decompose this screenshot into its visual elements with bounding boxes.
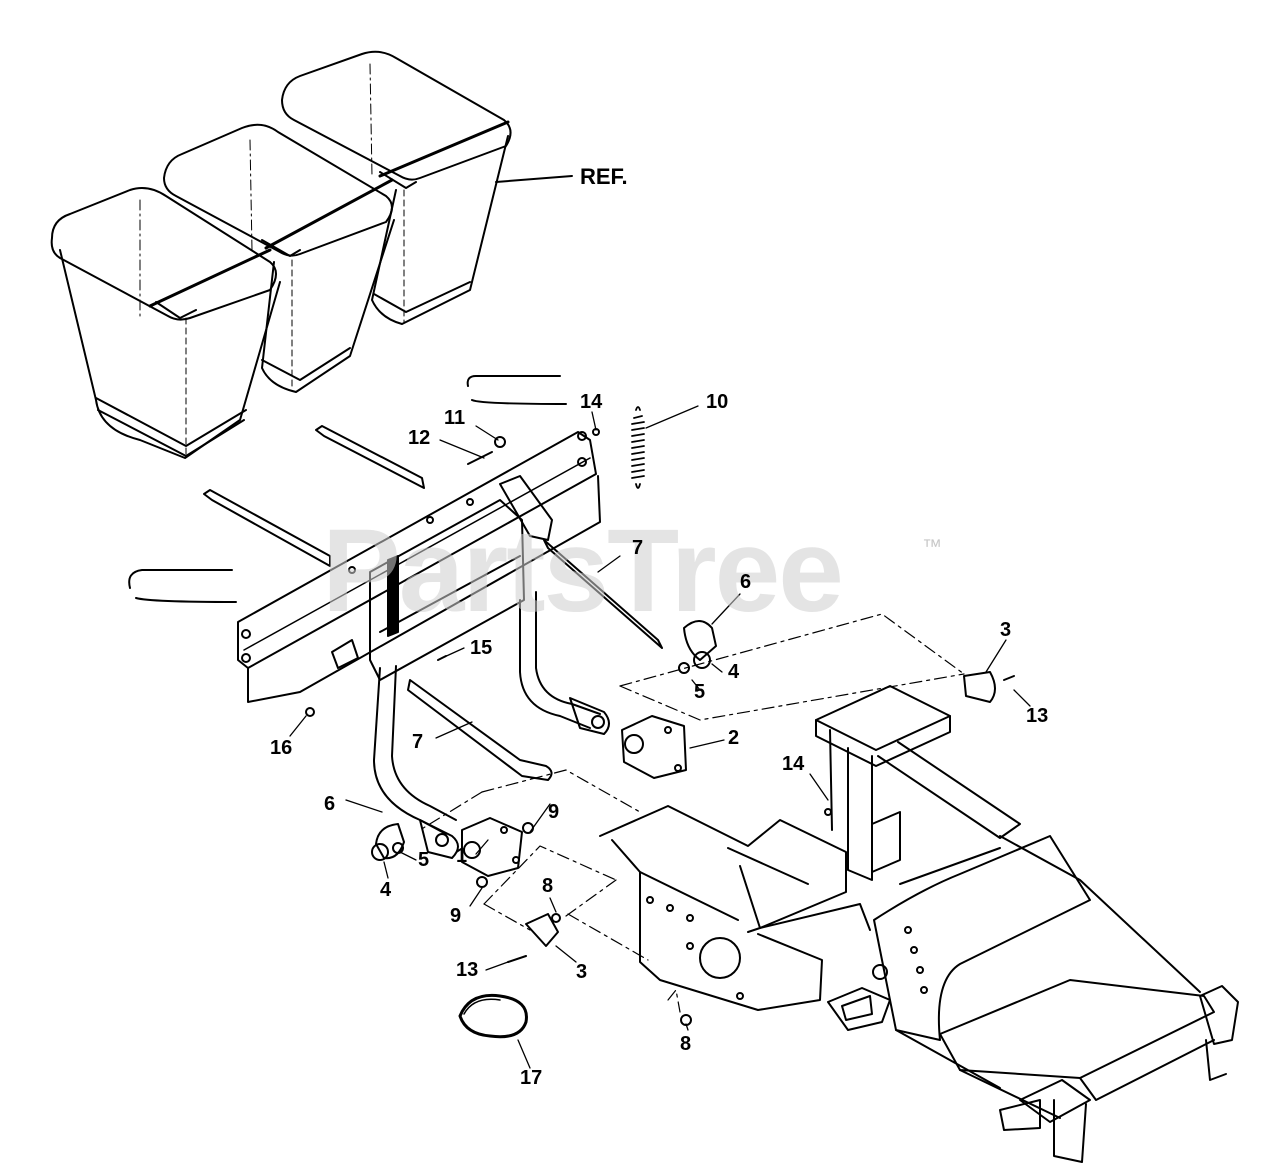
- plate-3-left: [525, 913, 559, 947]
- callout-9-lower: 9: [450, 905, 462, 927]
- callout-5-right: 5: [694, 681, 706, 703]
- callout-6-right: 6: [740, 571, 752, 593]
- callout-17: 17: [520, 1067, 543, 1089]
- lift-rod-upper: [543, 539, 663, 649]
- callout-4-right: 4: [728, 661, 740, 683]
- callout-13-left: 13: [456, 959, 479, 981]
- callout-8-upper: 8: [542, 875, 554, 897]
- trademark-symbol: ™: [922, 536, 942, 558]
- callout-12: 12: [408, 427, 431, 449]
- callout-15: 15: [470, 637, 493, 659]
- callout-16: 16: [270, 737, 293, 759]
- lift-rod-lower: [407, 679, 553, 781]
- callout-11: 11: [444, 407, 466, 429]
- callout-3-right: 3: [1000, 619, 1012, 641]
- watermark-text: PartsTree: [322, 505, 844, 637]
- callout-9-upper: 9: [548, 801, 560, 823]
- reference-label: REF.: [580, 164, 628, 189]
- callout-7-upper: 7: [632, 537, 644, 559]
- plate-3-right: [963, 671, 996, 703]
- spring-10: [631, 406, 645, 489]
- callout-7-lower: 7: [412, 731, 424, 753]
- callout-3-left: 3: [576, 961, 588, 983]
- callout-8-lower: 8: [680, 1033, 692, 1055]
- callout-10: 10: [706, 391, 729, 413]
- callout-leaders: [289, 405, 1031, 1069]
- callout-4-left: 4: [380, 879, 392, 901]
- belt-17: [458, 993, 528, 1039]
- callout-2: 2: [728, 727, 740, 749]
- grass-catcher-bags: [50, 50, 512, 459]
- callout-14-mid: 14: [782, 753, 805, 775]
- hitch-frame-assembly: [128, 375, 687, 877]
- callout-14-top: 14: [580, 391, 603, 413]
- alignment-lines: [419, 613, 965, 1013]
- mower-chassis: [599, 685, 1239, 1163]
- callout-1: 1: [456, 845, 468, 867]
- ref-leader-line: [495, 175, 573, 183]
- hitch-pin-right: [678, 620, 717, 674]
- callout-13-right: 13: [1026, 705, 1049, 727]
- callout-6-left: 6: [324, 793, 336, 815]
- hitch-pin-left: [371, 823, 405, 861]
- callout-5-left: 5: [418, 849, 430, 871]
